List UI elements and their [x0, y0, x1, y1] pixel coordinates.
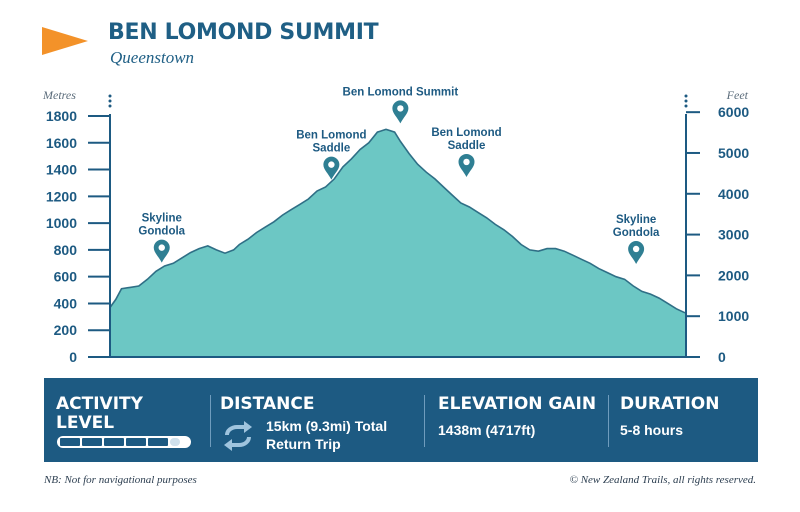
- axis-dot: [108, 99, 112, 103]
- y-right-tick-label: 6000: [718, 104, 749, 120]
- axis-dot: [108, 94, 112, 98]
- landmark-label: Saddle: [313, 143, 351, 155]
- axis-dot: [108, 104, 112, 108]
- landmark-label: Ben Lomond: [296, 130, 366, 142]
- landmark-label: Gondola: [613, 227, 660, 239]
- landmark-label: Skyline: [616, 214, 656, 226]
- y-left-tick-label: 1800: [46, 108, 77, 124]
- y-left-tick-label: 200: [54, 322, 78, 338]
- landmark-label: Saddle: [448, 140, 486, 152]
- y-left-tick-label: 1200: [46, 188, 77, 204]
- y-left-tick-label: 600: [54, 269, 78, 285]
- landmark-label: Ben Lomond: [431, 127, 501, 139]
- orange-flag-icon: [42, 27, 88, 55]
- map-pin-dot: [397, 105, 404, 112]
- y-right-tick-label: 0: [718, 349, 726, 365]
- y-right-tick-label: 5000: [718, 145, 749, 161]
- map-pin-icon: [458, 153, 475, 177]
- elevation-line: [109, 128, 686, 314]
- y-right-tick-label: 1000: [718, 308, 749, 324]
- activity-level-section: ACTIVITY LEVEL: [56, 378, 206, 462]
- activity-level-segment: [148, 438, 168, 446]
- y-left-tick-label: 0: [69, 349, 77, 365]
- y-right-tick-label: 4000: [718, 186, 749, 202]
- axis-dot: [684, 94, 688, 98]
- elevation-chart: 0 200 400 600 800 1000 1200 1400 1600 1800 Metres 0…: [42, 86, 749, 365]
- copyright-notice: © New Zealand Trails, all rights reserve…: [569, 474, 756, 486]
- navigation-disclaimer: NB: Not for navigational purposes: [44, 474, 197, 486]
- map-pin-icon: [153, 239, 170, 263]
- activity-level-meter: [57, 436, 191, 448]
- duration-value: 5-8 hours: [620, 422, 684, 438]
- elevation-gain-value: 1438m (4717ft): [438, 422, 536, 438]
- return-loop-icon: [224, 421, 252, 451]
- map-pin-dot: [632, 245, 640, 253]
- landmark-pin: [323, 156, 340, 180]
- y-left-tick-label: 400: [54, 295, 78, 311]
- map-pin-icon: [323, 156, 340, 180]
- landmark-label: Gondola: [138, 226, 185, 238]
- activity-heading-line2: LEVEL: [56, 413, 115, 433]
- distance-value-line2: Return Trip: [266, 436, 341, 452]
- map-pin-dot: [328, 161, 335, 168]
- y-right-axis-label: Feet: [726, 88, 749, 102]
- divider: [210, 395, 211, 447]
- axis-dot: [684, 104, 688, 108]
- landmark-pin: [628, 240, 645, 264]
- divider: [424, 395, 425, 447]
- trail-stats-panel: ACTIVITY LEVEL DISTANCE 15km (9.3mi) Tot…: [44, 378, 758, 462]
- y-left-tick-label: 1400: [46, 162, 77, 178]
- distance-heading: DISTANCE: [220, 394, 315, 414]
- elevation-gain-heading: ELEVATION GAIN: [438, 394, 597, 414]
- y-right-tick-label: 2000: [718, 267, 749, 283]
- activity-level-segment: [104, 438, 124, 446]
- page-subtitle: Queenstown: [110, 48, 195, 67]
- map-pin-dot: [158, 244, 165, 251]
- axis-dot: [684, 99, 688, 103]
- landmark-pin: [458, 153, 475, 177]
- divider: [608, 395, 609, 447]
- activity-level-segment: [126, 438, 146, 446]
- y-right-tick-label: 3000: [718, 227, 749, 243]
- y-left-tick-label: 1600: [46, 135, 77, 151]
- landmark-label: Ben Lomond Summit: [343, 86, 459, 98]
- y-left-tick-label: 800: [54, 242, 78, 258]
- page-title: BEN LOMOND SUMMIT: [108, 20, 379, 45]
- duration-section: DURATION 5-8 hours: [620, 378, 750, 462]
- activity-level-segment: [82, 438, 102, 446]
- map-pin-icon: [628, 240, 645, 264]
- map-pin-dot: [463, 158, 470, 166]
- distance-section: DISTANCE 15km (9.3mi) Total Return Trip: [220, 378, 420, 462]
- landmark-pin: [392, 100, 409, 124]
- activity-level-segment: [60, 438, 80, 446]
- duration-heading: DURATION: [620, 394, 720, 414]
- elevation-gain-section: ELEVATION GAIN 1438m (4717ft): [438, 378, 608, 462]
- landmark-pin: [153, 239, 170, 263]
- y-left-axis-label: Metres: [42, 88, 76, 102]
- distance-value-line1: 15km (9.3mi) Total: [266, 418, 388, 434]
- activity-heading-line1: ACTIVITY: [56, 394, 143, 414]
- landmark-label: Skyline: [142, 213, 182, 225]
- y-left-tick-label: 1000: [46, 215, 77, 231]
- activity-level-segment: [170, 438, 180, 446]
- map-pin-icon: [392, 100, 409, 124]
- elevation-area: [110, 129, 685, 357]
